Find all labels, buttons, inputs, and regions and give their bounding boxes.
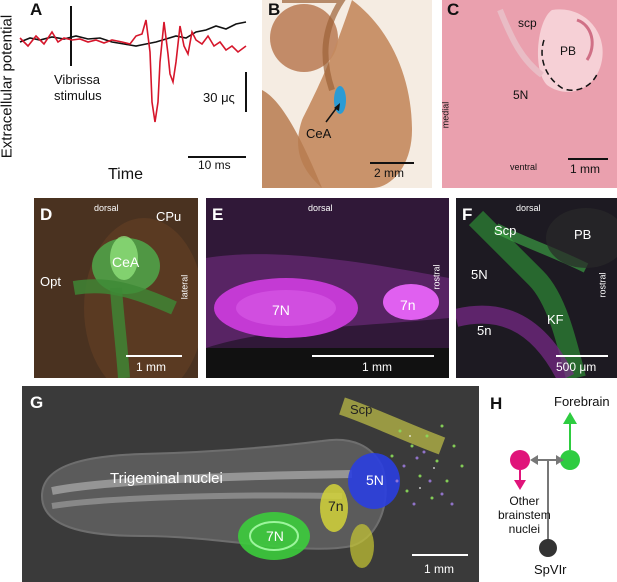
- panel-d-image: [34, 198, 198, 378]
- panel-e-scalebar: [312, 355, 434, 357]
- panel-e-label: E: [212, 205, 224, 224]
- trace-black: [19, 21, 247, 47]
- kf-label: KF: [547, 312, 564, 327]
- other-brainstem-label: Other brainstem nuclei: [498, 494, 551, 536]
- forebrain-label: Forebrain: [554, 394, 610, 409]
- panel-e-image: [206, 198, 449, 378]
- cpu-label: CPu: [156, 209, 182, 224]
- panel-b-image: [262, 0, 432, 188]
- scp-label-f: Scp: [494, 223, 517, 238]
- panel-d-scale: 1 mm: [136, 360, 166, 374]
- panel-d-scalebar: [126, 355, 182, 357]
- cea-label-b: CeA: [306, 126, 332, 141]
- green-neuron: [560, 450, 580, 470]
- panel-a-ylabel: Extracellular potential: [0, 14, 16, 159]
- scp-label-g: Scp: [350, 402, 373, 417]
- n5-label-g: 5N: [366, 472, 384, 488]
- cea-label-d: CeA: [112, 254, 140, 270]
- panel-h-label: H: [490, 394, 503, 413]
- panel-f-label: F: [462, 205, 473, 224]
- trigeminal-label: Trigeminal nuclei: [110, 470, 223, 487]
- panel-c-image: [442, 0, 617, 188]
- panel-g-label: G: [30, 393, 44, 412]
- panel-b-scalebar: [370, 162, 414, 164]
- panel-c-label: C: [447, 0, 460, 19]
- panel-g-image: [22, 386, 479, 582]
- n7-label-e: 7N: [272, 302, 290, 318]
- dorsal-label-e: dorsal: [308, 203, 333, 213]
- n7-label-g: 7N: [266, 528, 284, 544]
- lateral-label: lateral: [179, 274, 190, 300]
- pb-label-f: PB: [574, 227, 592, 242]
- panel-b-scale: 2 mm: [374, 166, 404, 180]
- panel-c-scale: 1 mm: [570, 162, 600, 176]
- panel-e-scale: 1 mm: [362, 360, 392, 374]
- panel-d-label: D: [40, 205, 53, 224]
- panel-f-image: [456, 198, 617, 378]
- n7s-label-g: 7n: [328, 498, 344, 514]
- opt-label: Opt: [40, 274, 61, 289]
- panel-f-scalebar: [556, 355, 608, 357]
- n5-label-f: 5N: [471, 267, 488, 282]
- stimulus-label: Vibrissa stimulus: [54, 72, 102, 103]
- panel-g-scalebar: [412, 554, 468, 556]
- panel-a-label: A: [30, 0, 43, 19]
- panel-b-label: B: [268, 0, 281, 19]
- n5s-label-f: 5n: [477, 323, 492, 338]
- spvir-neuron: [539, 539, 557, 557]
- yscale-label: 30 μς: [203, 90, 235, 105]
- dorsal-label-f: dorsal: [516, 203, 541, 213]
- magenta-neuron: [510, 450, 530, 470]
- brainstem-arrowhead: [514, 480, 526, 490]
- scp-label-c: scp: [518, 16, 537, 30]
- panel-a-xlabel: Time: [108, 166, 143, 183]
- dorsal-label-d: dorsal: [94, 203, 119, 213]
- panel-g-scale: 1 mm: [424, 562, 454, 576]
- panel-h-diagram: [510, 412, 580, 557]
- xscale-label: 10 ms: [198, 158, 231, 172]
- trace-red: [19, 19, 247, 123]
- rostral-label-f: rostral: [597, 272, 608, 298]
- n5-label-c: 5N: [513, 88, 529, 102]
- panel-a-traces: [19, 6, 247, 158]
- cea-arrow: [325, 103, 340, 123]
- panel-c-scalebar: [568, 158, 608, 160]
- forebrain-arrowhead: [563, 412, 577, 424]
- ventral-label: ventral: [510, 162, 538, 172]
- rostral-label-e: rostral: [431, 264, 442, 290]
- panel-f-scale: 500 μm: [556, 360, 597, 374]
- spvir-label: SpVIr: [534, 562, 567, 577]
- medial-label: medial: [440, 101, 451, 129]
- n7s-label-e: 7n: [400, 297, 416, 313]
- pb-label-c: PB: [560, 44, 577, 58]
